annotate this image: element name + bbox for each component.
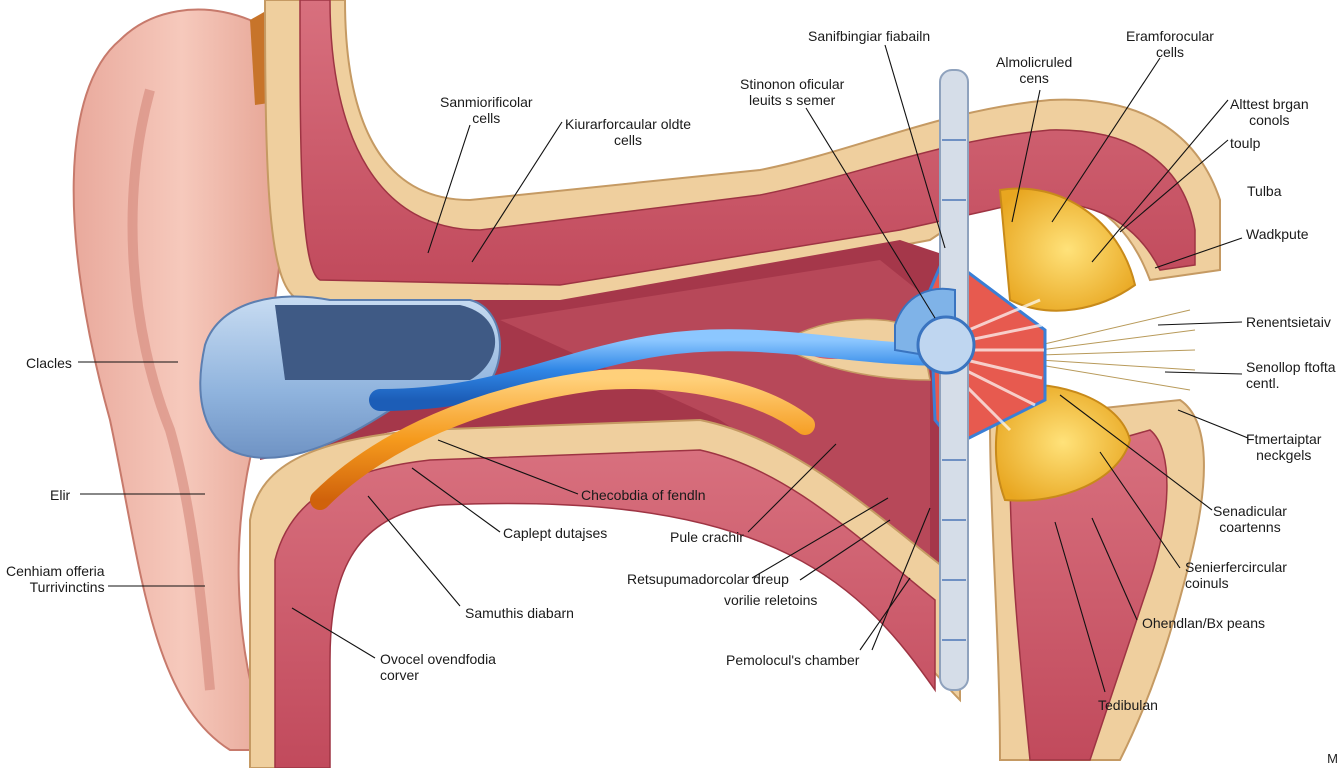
label-tulba: Tulba <box>1247 183 1282 199</box>
label-wadkpute: Wadkpute <box>1246 226 1309 242</box>
label-renentsietaiv: Renentsietaiv <box>1246 314 1331 330</box>
label-elir: Elir <box>50 487 71 503</box>
label-stinonon: Stinonon oficular leuits s semer <box>740 76 845 108</box>
leader-lines <box>78 44 1249 693</box>
pinna-inner-fold <box>127 88 215 691</box>
label-eramforocular: Eramforocular cells <box>1126 28 1214 60</box>
dark-blue-cap <box>275 305 496 380</box>
upper-yellow-mass <box>998 187 1137 312</box>
label-pule-crachir: Pule crachir <box>670 529 744 545</box>
label-ohendlan: Ohendlan/Bx peans <box>1142 615 1265 631</box>
label-senierfercircular: Senierfercircular coinuls <box>1185 559 1287 591</box>
column-rings <box>942 139 966 641</box>
label-cenhiam: Cenhiam offeria Turrivinctins <box>6 563 105 595</box>
round-window <box>916 315 976 375</box>
label-ftmertaiptar: Ftmertaiptar neckgels <box>1246 431 1322 463</box>
blue-tube <box>369 329 956 411</box>
label-vorilie: vorilie reletoins <box>724 592 818 608</box>
label-clacles: Clacles <box>26 355 72 371</box>
label-attest-brgan: Alttest brgan conols <box>1230 96 1309 128</box>
label-caplept: Caplept dutajses <box>503 525 608 541</box>
lower-yellow-mass <box>994 383 1132 502</box>
label-sanifbingiar: Sanifbingiar fiabailn <box>808 28 931 44</box>
corner-mark: M <box>1327 751 1338 766</box>
label-ovocel: Ovocel ovendfodia corver <box>380 651 496 683</box>
label-pemolocul: Pemolocul's chamber <box>726 652 860 668</box>
label-almolicul: Almolicruled cens <box>996 54 1073 86</box>
label-checobdia: Checobdia of fendln <box>581 487 706 503</box>
label-kiurarforcular: Kiurarforcaular oldte cells <box>565 116 692 148</box>
label-tedibulan: Tedibulan <box>1098 697 1158 713</box>
label-samuthis: Samuthis diabarn <box>465 605 574 621</box>
label-senollop: Senollop ftofta centl. <box>1246 359 1336 391</box>
label-samiculfocular-cells: Sanmiorificolar cells <box>440 94 533 126</box>
vertical-column <box>939 69 969 691</box>
orange-tube <box>310 369 815 510</box>
label-retsupumad: Retsupumadorcolar dreup <box>627 571 789 587</box>
upper-muscle-layer <box>299 0 1196 286</box>
label-toulp: toulp <box>1230 135 1261 151</box>
nerve-fibers <box>1039 309 1196 391</box>
right-lower-muscle <box>1009 429 1168 761</box>
label-senadicular: Senadicular coartenns <box>1213 503 1287 535</box>
